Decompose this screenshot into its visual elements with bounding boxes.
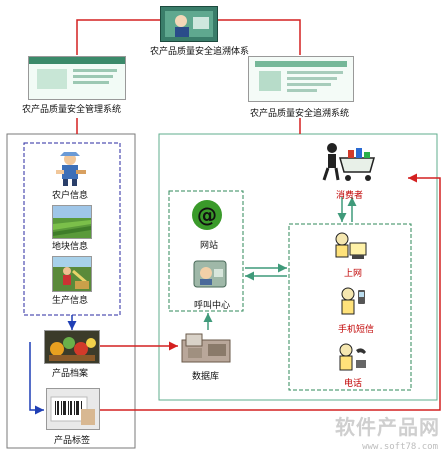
produce-basket-icon — [44, 330, 100, 364]
internet-user-icon — [328, 229, 368, 263]
sms-label: 手机短信 — [338, 325, 375, 335]
database-label: 数据库 — [192, 372, 220, 382]
left-system-label: 农产品质量安全管理系统 — [22, 105, 122, 115]
call-center-label: 呼叫中心 — [194, 301, 231, 311]
connector-top-right — [218, 19, 301, 55]
mobile-phone-icon — [330, 284, 370, 318]
website-label: 网站 — [200, 241, 219, 251]
product-label-text: 产品标签 — [54, 436, 91, 446]
right-panel-border — [158, 133, 438, 401]
production-label: 生产信息 — [52, 296, 89, 306]
svg-text:@: @ — [197, 203, 217, 227]
call-center-icon — [190, 257, 230, 293]
barcode-label-icon — [46, 388, 100, 430]
traceability-system-screenshot — [248, 56, 354, 102]
telephone-icon — [330, 340, 370, 374]
farmer-label: 农户信息 — [52, 191, 89, 201]
channel-group-right — [288, 223, 412, 391]
plot-label: 地块信息 — [52, 242, 89, 252]
top-system-label: 农产品质量安全追溯体系 — [150, 47, 250, 57]
consumer-label: 消费者 — [336, 191, 364, 201]
field-icon — [52, 205, 92, 239]
farmer-icon — [50, 150, 90, 186]
management-system-screenshot — [28, 56, 126, 100]
watermark-url: www.soft78.com — [362, 442, 438, 452]
right-system-label: 农产品质量安全追溯系统 — [250, 109, 350, 119]
internet-label: 上网 — [344, 269, 363, 279]
archive-label: 产品档案 — [52, 369, 89, 379]
channel-group-left — [168, 190, 244, 312]
arrow-label-to-consumer — [100, 173, 441, 411]
at-sign-icon: @ — [188, 198, 226, 232]
system-screenshot-icon — [160, 6, 218, 42]
database-icon — [180, 330, 232, 366]
left-panel-border — [6, 133, 136, 449]
harvest-icon — [52, 256, 92, 292]
connector-top-left — [76, 19, 160, 55]
watermark-title: 软件产品网 — [335, 415, 440, 439]
shopping-cart-icon — [318, 140, 380, 184]
phone-label: 电话 — [344, 379, 363, 389]
arrow-archive-to-label — [29, 342, 44, 415]
